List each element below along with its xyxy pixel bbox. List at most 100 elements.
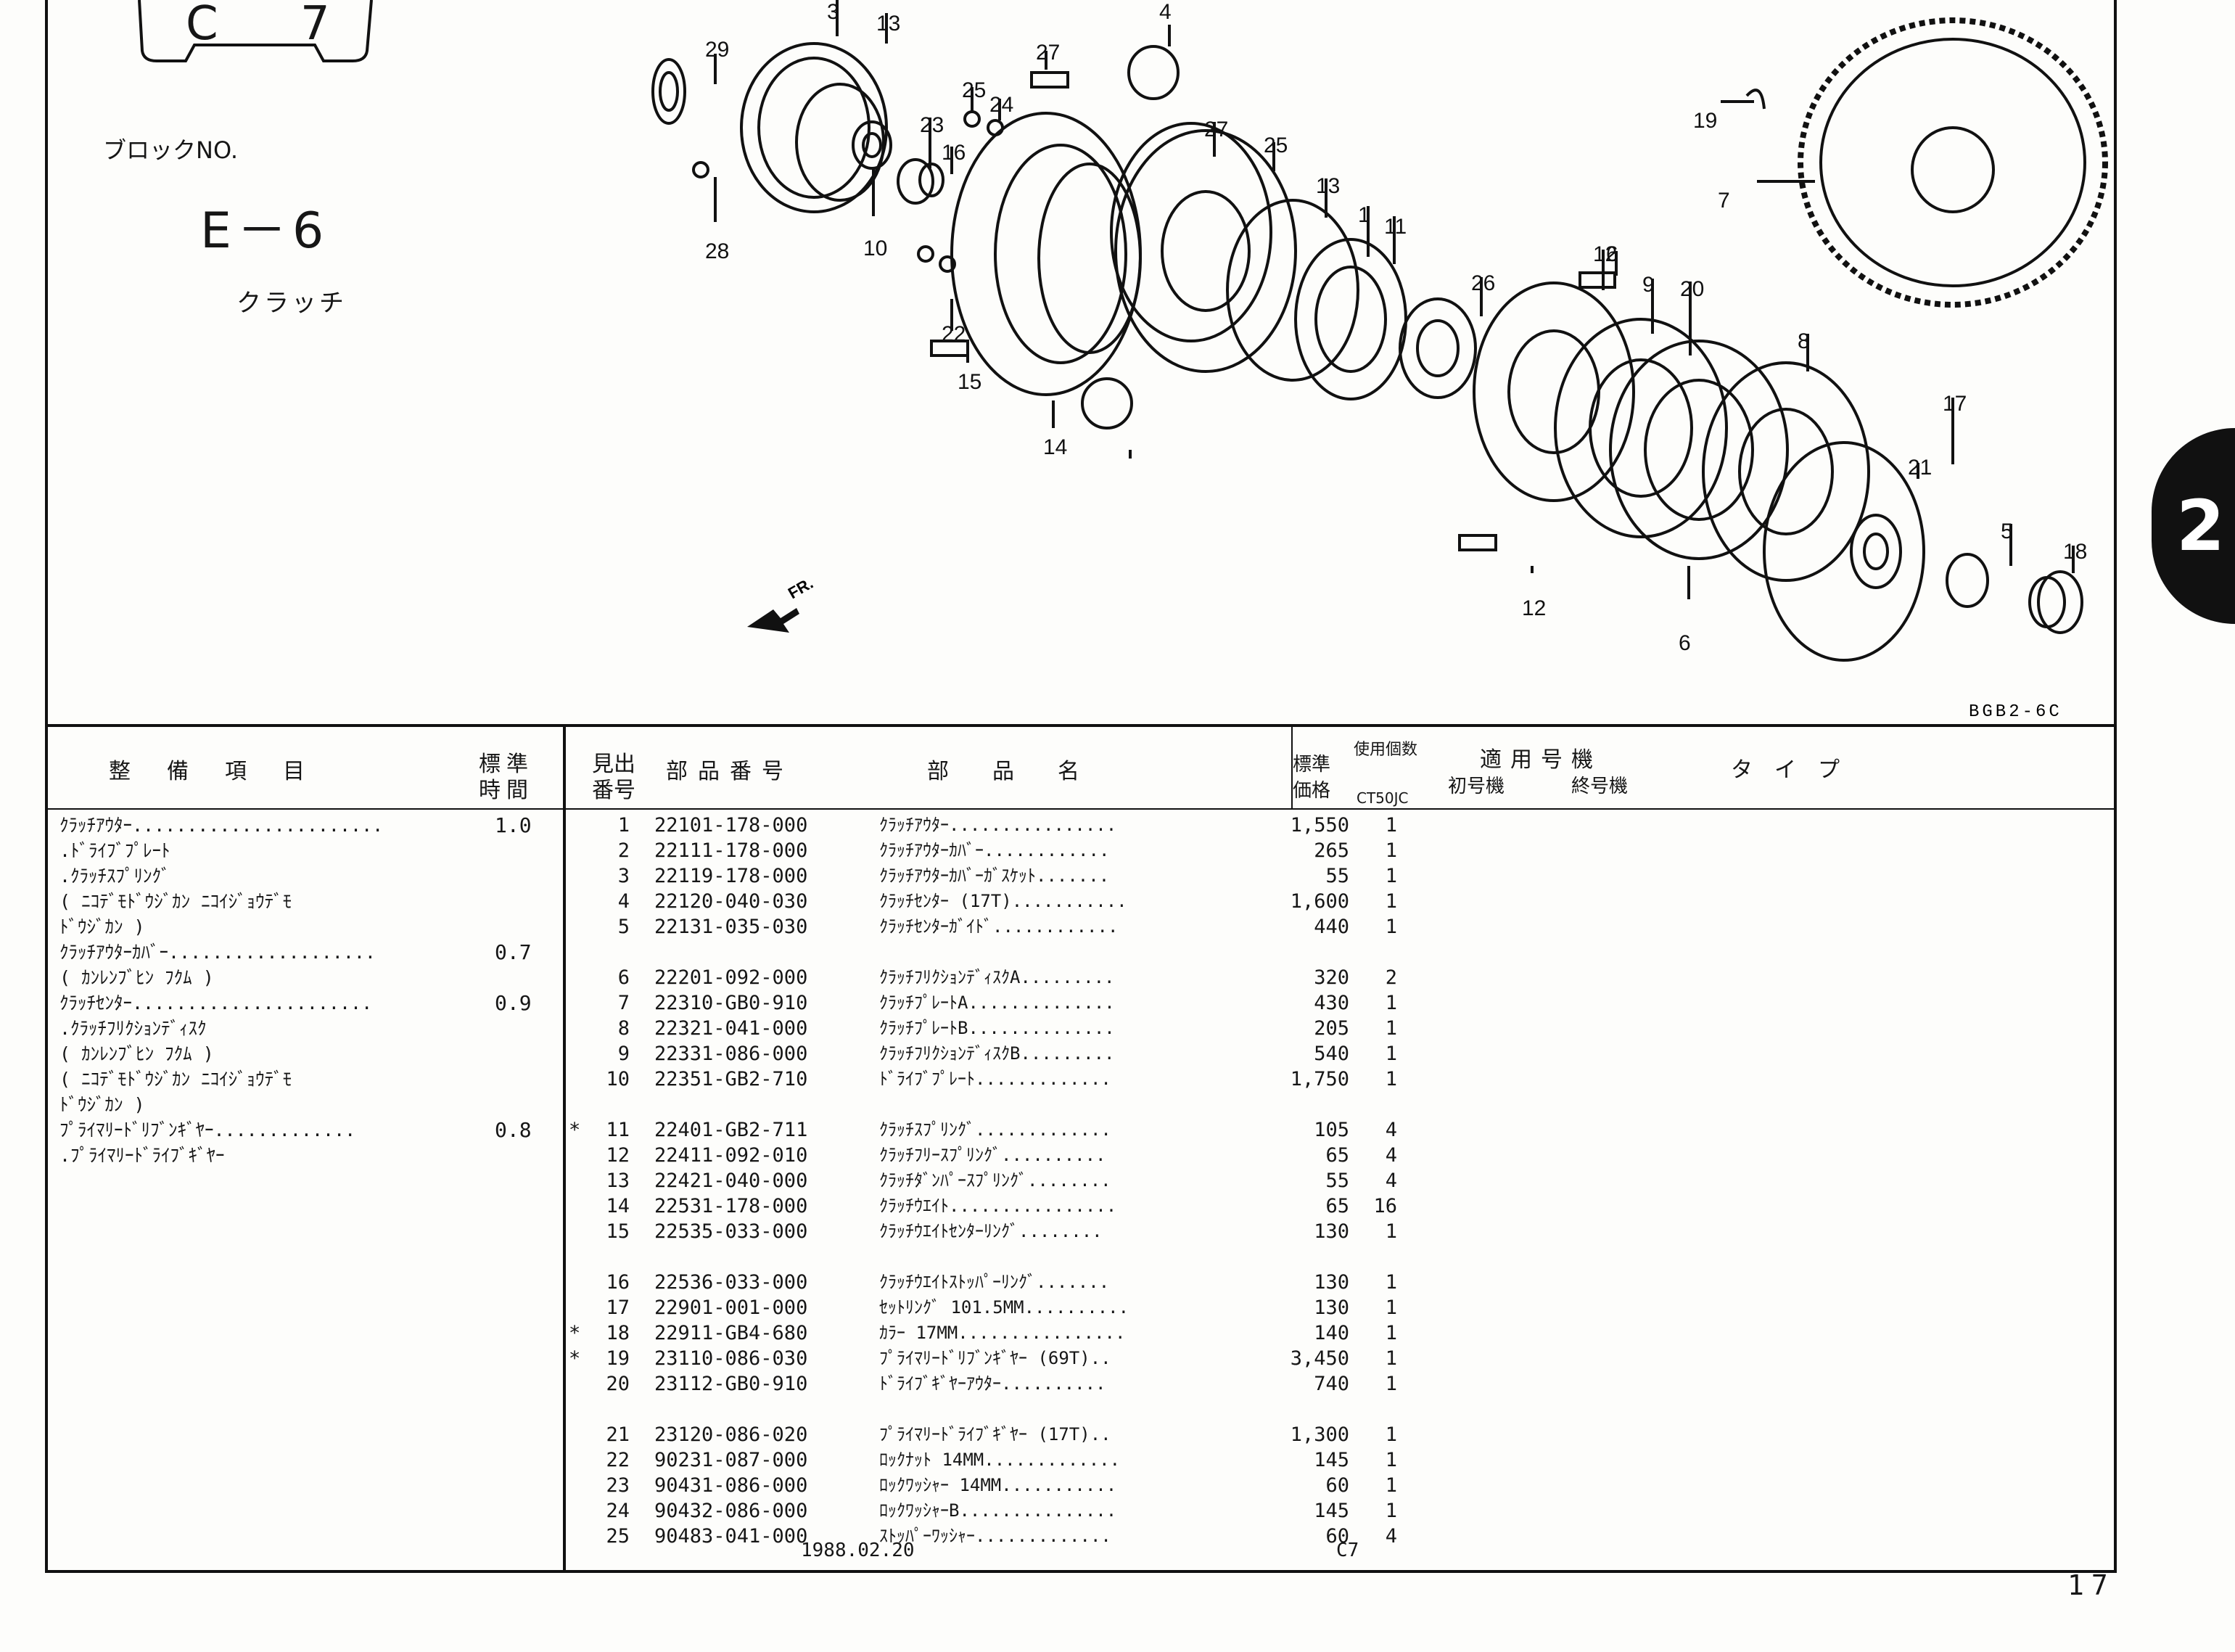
callout-10: 10 [863, 237, 887, 260]
part-qty: 1 [1385, 916, 1397, 938]
part-price: 320 [1314, 966, 1349, 989]
clutch-outer [950, 112, 1142, 396]
part-price: 60 [1325, 1525, 1349, 1548]
drawing-code: BGB2-6C [1969, 702, 2062, 722]
part-qty: 1 [1385, 1474, 1397, 1497]
part-qty: 1 [1385, 1500, 1397, 1522]
callout-13: 13 [1316, 174, 1340, 198]
maintenance-item: ｸﾗｯﾁｱｳﾀｰ....................... [59, 815, 384, 836]
part-name: ﾄﾞﾗｲﾌﾞｷﾞﾔｰｱｳﾀｰ.......... [879, 1373, 1106, 1394]
part-ref-no: 13 [606, 1170, 630, 1192]
collar [2037, 570, 2083, 634]
part-ref-no: 24 [606, 1500, 630, 1522]
part-name: ｸﾗｯﾁｱｳﾀｰｶﾊﾞｰ............ [879, 840, 1110, 860]
part-number: 22535-033-000 [654, 1220, 808, 1243]
part-ref-no: 21 [606, 1423, 630, 1446]
part-name: ｸﾗｯﾁｽﾌﾟﾘﾝｸﾞ............. [879, 1119, 1111, 1140]
header-ref-no: 見出 番号 [592, 752, 635, 803]
part-ref-no: 17 [606, 1296, 630, 1319]
weight-center-ring [1226, 199, 1359, 382]
maintenance-item: ｸﾗｯﾁｾﾝﾀｰ...................... [59, 993, 373, 1014]
part-number: 22321-041-000 [654, 1017, 808, 1040]
callout-27: 27 [1036, 41, 1060, 65]
callout-16: 16 [942, 141, 966, 165]
part-qty: 1 [1385, 1220, 1397, 1243]
part-price: 3,450 [1290, 1347, 1349, 1370]
block-tab: C 7 [135, 0, 374, 67]
part-name: ｶﾗｰ 17MM................ [879, 1323, 1126, 1343]
part-ref-no: 7 [617, 992, 630, 1014]
maintenance-item: ( ｶﾝﾚﾝﾌﾞﾋﾝ ﾌｸﾑ ) [59, 1043, 214, 1064]
part-ref-no: 3 [617, 865, 630, 887]
callout-25: 25 [1264, 133, 1288, 157]
part-price: 1,550 [1290, 814, 1349, 837]
part-price: 440 [1314, 916, 1349, 938]
part-qty: 4 [1385, 1119, 1397, 1141]
part-price: 740 [1314, 1373, 1349, 1395]
page-frame [45, 0, 2117, 1573]
callout-1: 1 [1358, 203, 1370, 227]
callout-27: 27 [1204, 118, 1228, 141]
part-name: ﾌﾟﾗｲﾏﾘｰﾄﾞﾘﾌﾞﾝｷﾞﾔｰ (69T).. [879, 1348, 1111, 1368]
part-qty: 4 [1385, 1525, 1397, 1548]
callout-6: 6 [1679, 631, 1691, 655]
part-ref-no: 5 [617, 916, 630, 938]
front-arrow-label: FR. [785, 574, 816, 602]
part-number: 22911-GB4-680 [654, 1322, 808, 1344]
part-name: ｸﾗｯﾁｾﾝﾀｰ (17T)........... [879, 891, 1127, 911]
part-ref-no: 25 [606, 1525, 630, 1548]
callout-23: 23 [920, 113, 944, 137]
drive-gear-outer [1399, 297, 1477, 399]
part-ref-no: 14 [606, 1195, 630, 1217]
part-price: 55 [1325, 1170, 1349, 1192]
part-name: ﾛｯｸﾜｯｼｬｰB............... [879, 1500, 1117, 1521]
callout-18: 18 [2063, 540, 2087, 564]
page-number: 17 [2067, 1569, 2115, 1601]
callout-17: 17 [1943, 392, 1967, 416]
part-name: ｸﾗｯﾁﾀﾞﾝﾊﾟｰｽﾌﾟﾘﾝｸﾞ........ [879, 1170, 1111, 1191]
maintenance-item: .ﾄﾞﾗｲﾌﾞﾌﾟﾚｰﾄ [59, 840, 170, 861]
maintenance-item: .ﾌﾟﾗｲﾏﾘｰﾄﾞﾗｲﾌﾞｷﾞﾔｰ [59, 1145, 225, 1166]
callout-24: 24 [989, 93, 1013, 117]
part-qty: 1 [1385, 839, 1397, 862]
maintenance-row: ( ｶﾝﾚﾝﾌﾞﾋﾝ ﾌｸﾑ ) [59, 1041, 214, 1067]
maintenance-time: 0.9 [495, 991, 532, 1015]
part-qty: 4 [1385, 1144, 1397, 1167]
callout-12: 12 [1593, 242, 1617, 266]
part-number: 22901-001-000 [654, 1296, 808, 1319]
maintenance-row: ﾄﾞｳｼﾞｶﾝ ) [59, 1092, 145, 1117]
callout-4: 4 [1159, 0, 1172, 24]
part-qty: 1 [1385, 865, 1397, 887]
part-mark: * [569, 1347, 581, 1370]
chapter-tab: 2 [2152, 428, 2235, 624]
part-qty: 1 [1385, 890, 1397, 913]
part-price: 145 [1314, 1449, 1349, 1471]
callout-14: 14 [1043, 435, 1067, 459]
header-qty-title: 使用個数 [1354, 741, 1418, 759]
part-price: 265 [1314, 839, 1349, 862]
part-qty: 1 [1385, 1043, 1397, 1065]
header-last-unit: 終号機 [1571, 776, 1629, 797]
maintenance-row: .ｸﾗｯﾁﾌﾘｸｼｮﾝﾃﾞｨｽｸ [59, 1016, 207, 1041]
callout-8: 8 [1798, 329, 1810, 353]
header-maintenance-item: 整 備 項 目 [109, 759, 312, 784]
maintenance-time: 0.7 [495, 940, 532, 964]
group-name: クラッチ [236, 289, 347, 318]
maintenance-item: ﾌﾟﾗｲﾏﾘｰﾄﾞﾘﾌﾞﾝｷﾞﾔｰ............. [59, 1119, 356, 1141]
maintenance-item: .ｸﾗｯﾁｽﾌﾟﾘﾝｸﾞ [59, 866, 170, 887]
callout-3: 3 [827, 0, 839, 24]
maintenance-row: ( ﾆｺﾃﾞﾓﾄﾞｳｼﾞｶﾝ ﾆｺｲｼﾞｮｳﾃﾞﾓ [59, 889, 292, 914]
part-number: 22331-086-000 [654, 1043, 808, 1065]
